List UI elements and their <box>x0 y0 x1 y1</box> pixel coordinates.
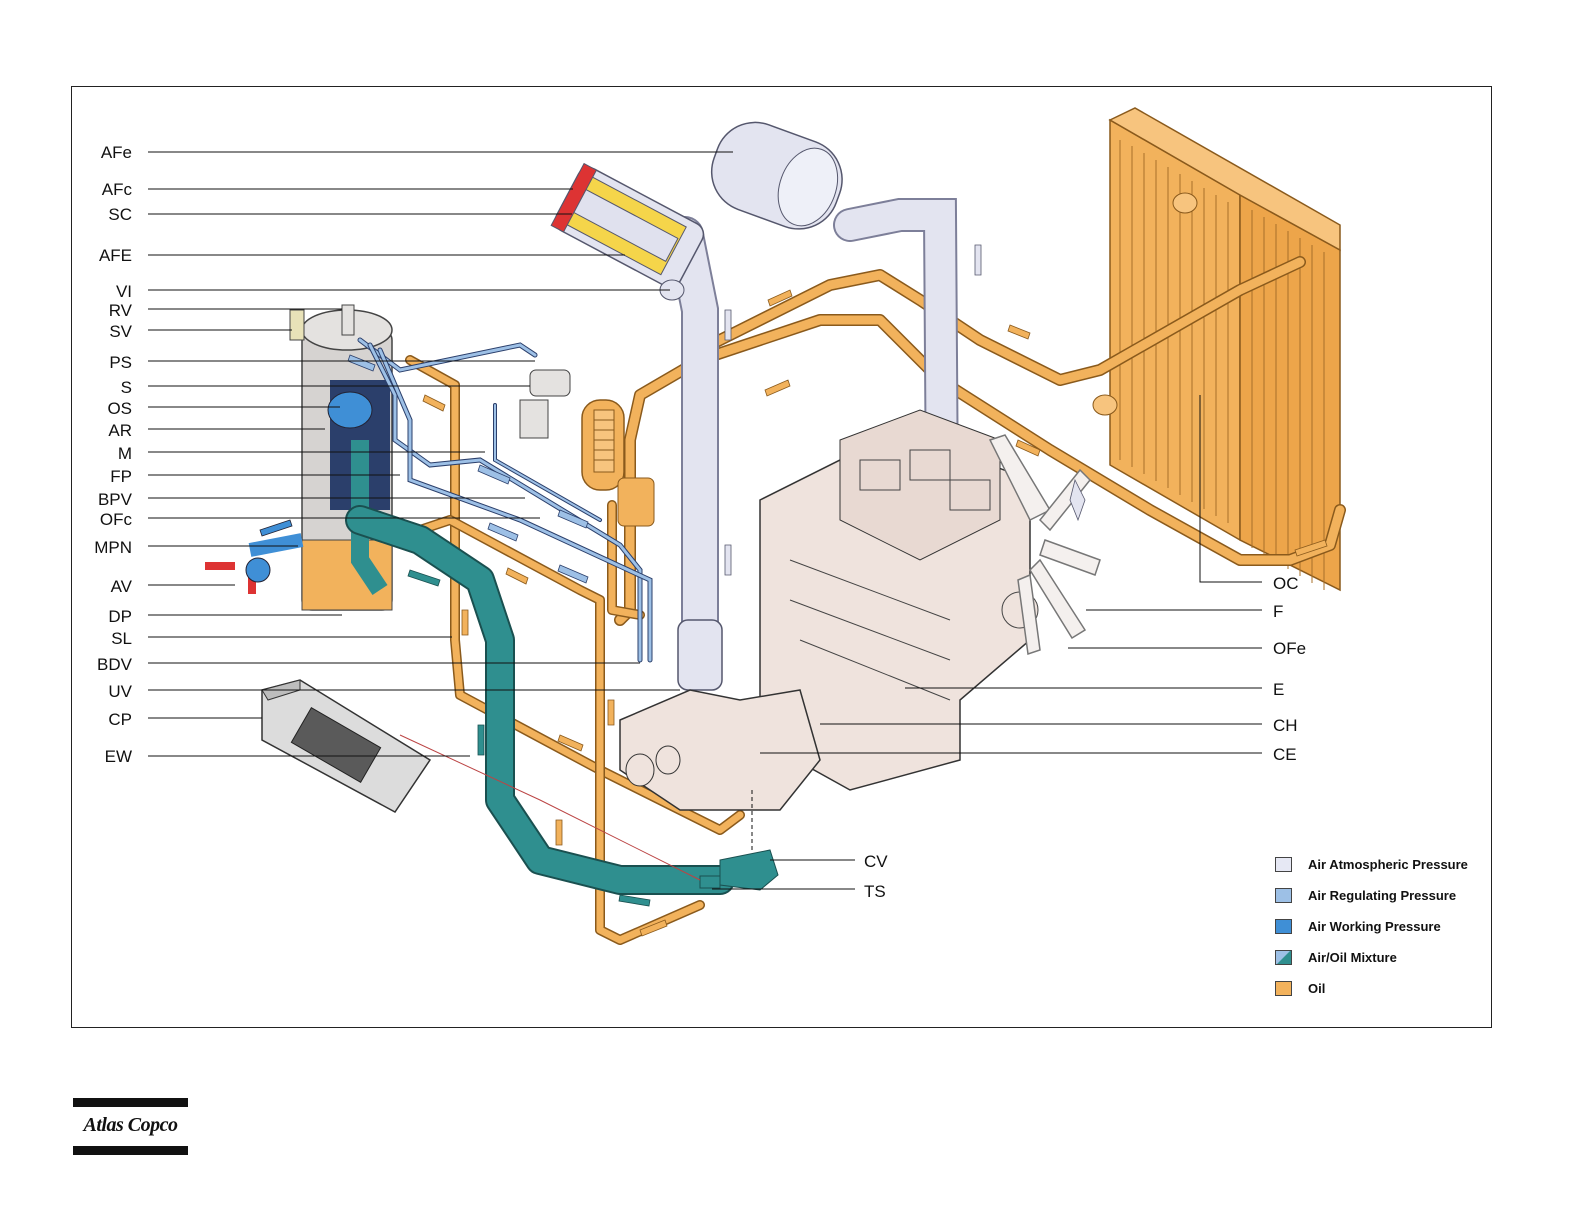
legend-swatch <box>1275 888 1292 903</box>
legend-swatch <box>1275 857 1292 872</box>
label-fp: FP <box>72 468 132 485</box>
label-ar: AR <box>72 422 132 439</box>
label-rv: RV <box>72 302 132 319</box>
legend-item-air-atmospheric: Air Atmospheric Pressure <box>1275 855 1468 873</box>
legend-label: Air/Oil Mixture <box>1308 950 1397 965</box>
label-ofe: OFe <box>1273 640 1306 657</box>
logo-text: Atlas Copco <box>73 1114 188 1137</box>
logo-bar-top <box>73 1098 188 1107</box>
legend-item-air-regulating: Air Regulating Pressure <box>1275 886 1456 904</box>
label-ch: CH <box>1273 717 1298 734</box>
label-sl: SL <box>72 630 132 647</box>
separator-tank-illustration <box>205 305 392 610</box>
legend-label: Air Regulating Pressure <box>1308 888 1456 903</box>
label-av: AV <box>72 578 132 595</box>
label-f: F <box>1273 603 1283 620</box>
label-dp: DP <box>72 608 132 625</box>
legend-item-air-working: Air Working Pressure <box>1275 917 1441 935</box>
label-afc: AFc <box>72 181 132 198</box>
label-oc: OC <box>1273 575 1299 592</box>
label-sv: SV <box>72 323 132 340</box>
label-mpn: MPN <box>72 539 132 556</box>
legend-label: Air Working Pressure <box>1308 919 1441 934</box>
label-bdv: BDV <box>72 656 132 673</box>
legend-swatch <box>1275 950 1292 965</box>
label-os: OS <box>72 400 132 417</box>
legend-label: Air Atmospheric Pressure <box>1308 857 1468 872</box>
label-vi: VI <box>72 283 132 300</box>
label-ce: CE <box>1273 746 1297 763</box>
legend-item-air-oil-mixture: Air/Oil Mixture <box>1275 948 1397 966</box>
label-uv: UV <box>72 683 132 700</box>
label-s: S <box>72 379 132 396</box>
label-ofc: OFc <box>72 511 132 528</box>
label-ps: PS <box>72 354 132 371</box>
label-afe-element: AFe <box>72 144 132 161</box>
label-bpv: BPV <box>72 491 132 508</box>
label-m: M <box>72 445 132 462</box>
legend-label: Oil <box>1308 981 1325 996</box>
label-cv: CV <box>864 853 888 870</box>
label-e: E <box>1273 681 1284 698</box>
label-afe: AFE <box>72 247 132 264</box>
legend-swatch <box>1275 919 1292 934</box>
atlas-copco-logo: Atlas Copco <box>73 1098 188 1156</box>
label-cp: CP <box>72 711 132 728</box>
oil-filter-illustration <box>582 400 654 526</box>
legend-swatch <box>1275 981 1292 996</box>
logo-bar-bottom <box>73 1146 188 1155</box>
label-ts: TS <box>864 883 886 900</box>
legend-item-oil: Oil <box>1275 979 1325 997</box>
label-sc: SC <box>72 206 132 223</box>
label-ew: EW <box>72 748 132 765</box>
